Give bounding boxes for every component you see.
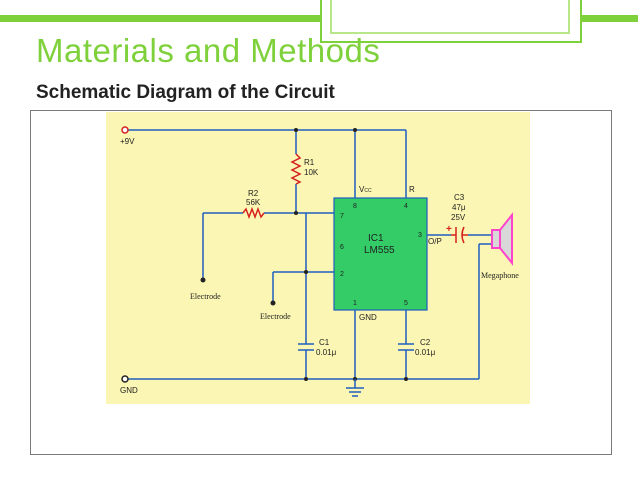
ic-chip	[333, 197, 428, 311]
speaker-label: Megaphone	[481, 271, 519, 280]
slide-title: Materials and Methods	[36, 32, 381, 69]
content-frame	[30, 110, 612, 455]
c3-polarity: +	[446, 224, 452, 235]
c1-capacitor	[298, 338, 314, 364]
gnd-pin-label: GND	[359, 313, 377, 322]
node-dot	[304, 377, 308, 381]
output-label: O/P	[428, 237, 442, 246]
c3-value: 47μ	[452, 203, 466, 212]
pin-2: 2	[340, 271, 344, 278]
corner-decoration-inner	[330, 0, 570, 34]
pin-5: 5	[404, 300, 408, 307]
r2-resistor	[242, 206, 265, 220]
power-label: +9V	[120, 137, 135, 146]
c1-name: C1	[319, 338, 330, 347]
slide-subtitle: Schematic Diagram of the Circuit	[36, 82, 335, 103]
r1-resistor	[290, 153, 302, 185]
pin-6: 6	[340, 244, 344, 251]
pin-7: 7	[340, 213, 344, 220]
c3-capacitor	[451, 226, 468, 244]
node-dot	[404, 377, 408, 381]
top-accent-stripe	[0, 15, 638, 22]
r2-wires	[202, 212, 334, 279]
megaphone-icon	[491, 212, 513, 266]
reset-label: R	[409, 185, 415, 194]
ground-symbol-icon	[346, 379, 364, 397]
circuit-schematic: +9V R1 10K R2 56K Electrode IC1 LM555 VC…	[106, 112, 530, 404]
trigger-wires	[272, 213, 334, 379]
c2-value: 0.01μ	[415, 348, 436, 357]
r2-name: R2	[248, 189, 259, 198]
c3-voltage: 25V	[451, 213, 466, 222]
ic-part: LM555	[364, 245, 395, 256]
node-dot	[353, 128, 357, 132]
pin-1: 1	[353, 300, 357, 307]
ground-terminal	[121, 375, 129, 383]
pin-3: 3	[418, 232, 422, 239]
schematic-background	[106, 112, 530, 404]
electrode-left-label: Electrode	[190, 292, 221, 301]
pin-8: 8	[353, 203, 357, 210]
r1-value: 10K	[304, 168, 319, 177]
electrode-left-terminal	[200, 277, 206, 283]
r1-name: R1	[304, 158, 315, 167]
corner-decoration	[320, 0, 582, 43]
ground-rail	[125, 243, 492, 380]
c2-wires	[354, 310, 414, 379]
c2-name: C2	[420, 338, 431, 347]
node-dot	[294, 128, 298, 132]
power-terminal	[121, 126, 129, 134]
vcc-label: VCC	[359, 185, 372, 194]
r2-value: 56K	[246, 198, 261, 207]
node-dot	[294, 211, 298, 215]
c1-value: 0.01μ	[316, 348, 337, 357]
pin-4: 4	[404, 203, 408, 210]
electrode-right-terminal	[270, 300, 276, 306]
ic-name: IC1	[368, 233, 384, 244]
power-rail	[125, 129, 407, 213]
c3-name: C3	[454, 193, 465, 202]
ground-label: GND	[120, 386, 138, 395]
node-dot	[304, 270, 308, 274]
electrode-right-label: Electrode	[260, 312, 291, 321]
